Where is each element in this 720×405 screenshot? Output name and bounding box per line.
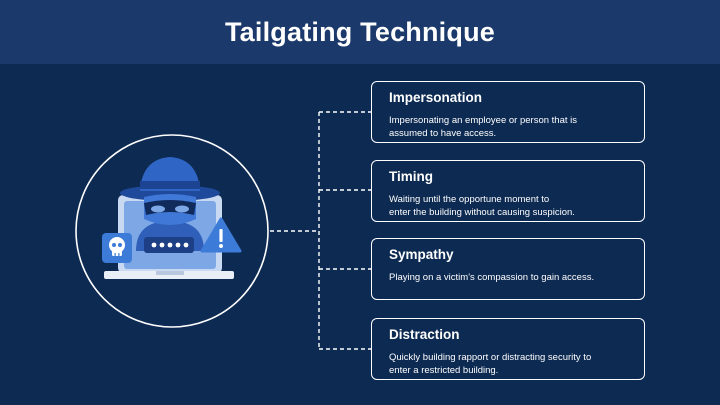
card-description-line: Waiting until the opportune moment to [389,194,550,205]
card-description-line: Quickly building rapport or distracting … [389,352,592,363]
hacker-illustration [75,134,269,328]
card-title: Sympathy [389,247,454,262]
card-title: Distraction [389,327,460,342]
warning-icon [200,217,242,253]
illustration-circle [75,134,269,328]
card-description-line: Playing on a victim's compassion to gain… [389,272,595,283]
card-description-line: enter a restricted building. [389,365,499,376]
hacker-icon [120,157,220,251]
card-title: Impersonation [389,90,483,105]
slide-title: Tailgating Technique [224,16,495,47]
card-description-line: Impersonating an employee or person that… [389,115,577,126]
password-field-icon [144,237,194,253]
technique-card-distraction: Distraction Quickly building rapport or … [371,318,645,380]
card-description-line: enter the building without causing suspi… [389,207,575,218]
skull-icon [102,233,132,263]
technique-card-impersonation: Impersonation Impersonating an employee … [371,81,645,143]
technique-card-timing: Timing Waiting until the opportune momen… [371,160,645,222]
card-title: Timing [389,169,434,184]
title-bar: Tailgating Technique [0,0,720,64]
technique-card-sympathy: Sympathy Playing on a victim's compassio… [371,238,645,300]
card-description-line: assumed to have access. [389,128,497,139]
